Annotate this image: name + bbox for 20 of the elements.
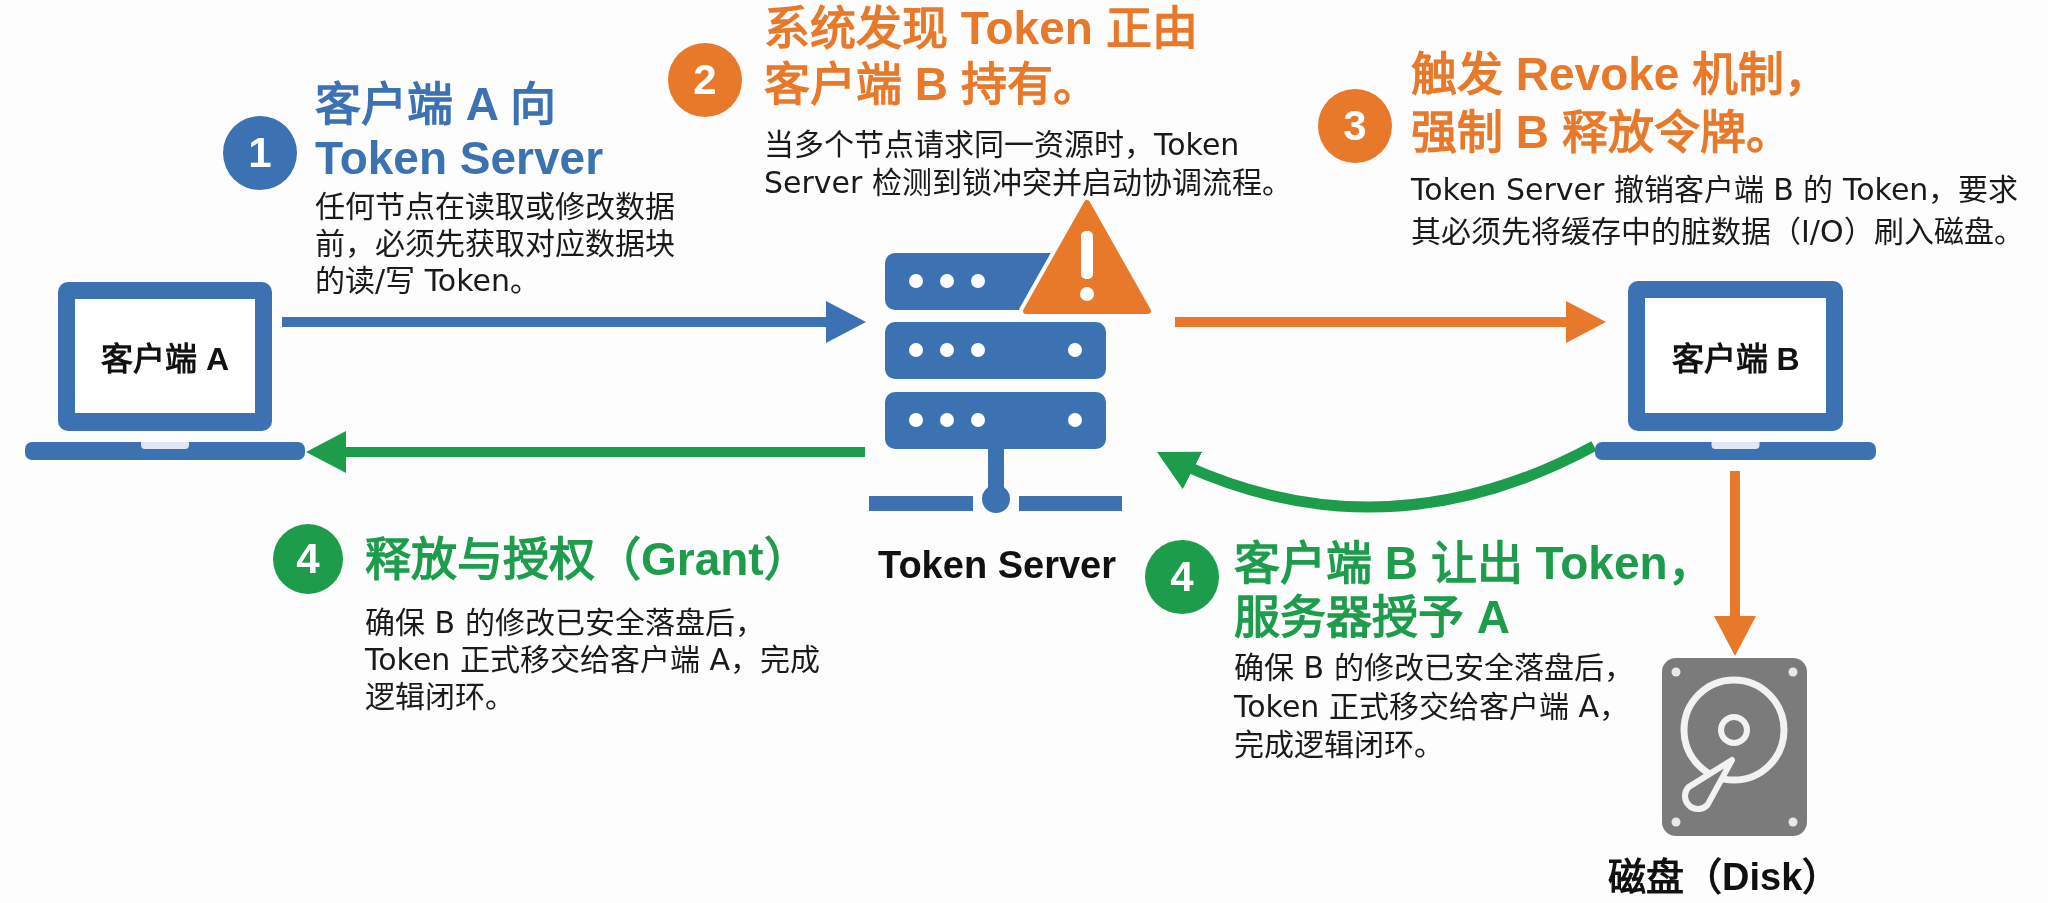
step-description: 确保 B 的修改已安全落盘后，Token 正式移交给客户端 A，完成逻辑闭环。 [1234,649,1635,764]
number-badge: 3 [1318,89,1392,163]
step-heading: 释放与授权（Grant） [365,532,811,586]
arrow [306,431,865,473]
step-description: 任何节点在读取或修改数据前，必须先获取对应数据块的读/写 Token。 [315,188,676,299]
arrow [1154,441,1597,513]
step-heading: 系统发现 Token 正由客户端 B 持有。 [764,1,1199,112]
number-badge: 4 [1145,540,1219,614]
number-badge: 2 [668,43,742,117]
arrow [282,301,866,343]
step-description: Token Server 撤销客户端 B 的 Token，要求其必须先将缓存中的脏数据（I/O）刷入磁盘。 [1411,171,2025,251]
step-heading: 客户端 A 向 Token Server [315,77,605,185]
step-description: 确保 B 的修改已安全落盘后，Token 正式移交给客户端 A，完成逻辑闭环。 [365,604,821,715]
node-label: 磁盘（Disk） [1608,855,1838,900]
node-label: Token Server [877,543,1117,588]
step-heading: 触发 Revoke 机制，强制 B 释放令牌。 [1411,47,1832,160]
step-heading: 客户端 B 让出 Token，服务器授予 A [1234,536,1715,644]
number-badge: 1 [223,116,297,190]
number-badge: 4 [273,524,343,594]
step-description: 当多个节点请求同一资源时，Token Server 检测到锁冲突并启动协调流程。 [764,126,1293,202]
